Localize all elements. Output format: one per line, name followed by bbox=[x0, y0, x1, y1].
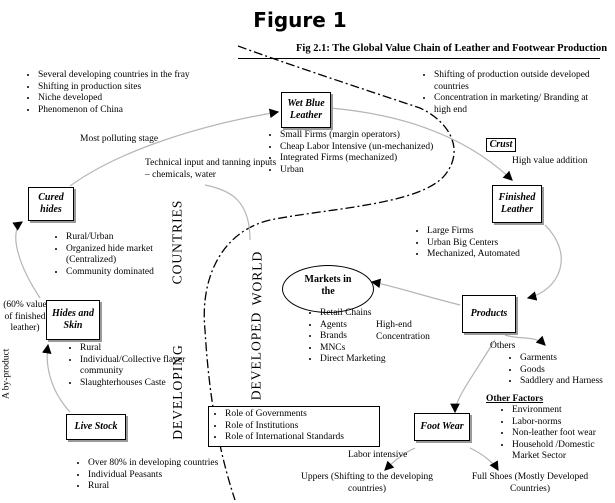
node-cured-hides: Cured hides bbox=[28, 187, 74, 221]
flow-cured-to-wetblue bbox=[69, 108, 280, 187]
node-hides-skin: Hides and Skin bbox=[46, 300, 100, 340]
list-item: Rural bbox=[80, 343, 205, 355]
list-item: MNCs bbox=[320, 343, 400, 355]
node-live-stock-label: Live Stock bbox=[74, 421, 118, 432]
note-uppers: Uppers (Shifting to the developing count… bbox=[301, 472, 433, 494]
list-item: Environment bbox=[512, 405, 612, 417]
list-item: Niche developed bbox=[38, 93, 238, 105]
node-finished-leather: Finished Leather bbox=[492, 185, 542, 223]
note-most-polluting: Most polluting stage bbox=[80, 134, 159, 144]
flow-footwear-to-uppers bbox=[384, 447, 416, 471]
flow-livestock-to-hides bbox=[42, 343, 71, 413]
list-item: Agents bbox=[320, 320, 400, 332]
subtitle-underline bbox=[238, 58, 600, 59]
list-item: Individual/Collective flayer community bbox=[80, 355, 205, 378]
node-markets-label: Markets in the bbox=[304, 274, 352, 297]
note-labor-intensive: Labor intensive bbox=[348, 450, 408, 460]
list-item: Urban Big Centers bbox=[427, 238, 567, 250]
notes-hides: Rural Individual/Collective flayer commu… bbox=[68, 343, 205, 389]
node-products-label: Products bbox=[470, 308, 508, 319]
node-foot-wear: Foot Wear bbox=[414, 413, 470, 441]
flow-wetblue-to-finished bbox=[329, 107, 513, 181]
notes-markets: Retail Chains Agents Brands MNCs Direct … bbox=[308, 308, 400, 366]
note-other-factors-title: Other Factors bbox=[486, 394, 544, 404]
note-full-shoes: Full Shoes (Mostly Developed Countries) bbox=[471, 472, 589, 494]
node-markets: Markets in the bbox=[282, 265, 374, 313]
node-foot-wear-label: Foot Wear bbox=[420, 421, 464, 432]
list-item: Large Firms bbox=[427, 226, 567, 238]
notes-finished: Large Firms Urban Big Centers Mechanized… bbox=[415, 226, 567, 261]
list-item: Rural bbox=[88, 481, 273, 493]
list-item: Over 80% in developing countries bbox=[88, 458, 273, 470]
note-high-value: High value addition bbox=[512, 156, 588, 166]
node-wet-blue-label: Wet Blue Leather bbox=[287, 98, 325, 121]
list-item: Role of International Standards bbox=[225, 432, 375, 444]
list-item: Saddlery and Harness bbox=[520, 376, 615, 388]
flow-products-to-others bbox=[504, 334, 546, 346]
notes-top-right: Shifting of production outside developed… bbox=[422, 70, 604, 116]
notes-cured: Rural/Urban Organized hide market (Centr… bbox=[54, 232, 191, 278]
node-cured-hides-label: Cured hides bbox=[38, 192, 64, 215]
list-item: Direct Marketing bbox=[320, 354, 400, 366]
list-item: Community dominated bbox=[66, 267, 191, 279]
list-item: Role of Governments bbox=[225, 409, 375, 421]
list-item: Role of Institutions bbox=[225, 421, 375, 433]
list-item: Goods bbox=[520, 365, 615, 377]
list-item: Urban bbox=[280, 165, 480, 177]
list-item: Several developing countries in the fray bbox=[38, 70, 238, 82]
note-others-label: Others bbox=[490, 341, 516, 351]
note-technical-input: Technical input and tanning inputs – che… bbox=[145, 158, 277, 180]
list-item: Organized hide market (Centralized) bbox=[66, 244, 191, 267]
connector-lines bbox=[12, 45, 562, 501]
flow-products-to-markets bbox=[370, 278, 461, 306]
figure-title: Figure 1 bbox=[253, 8, 347, 32]
node-wet-blue: Wet Blue Leather bbox=[281, 92, 331, 128]
region-developed: DEVELOPED bbox=[248, 311, 264, 401]
list-item: Garments bbox=[520, 353, 615, 365]
list-item: Concentration in marketing/ Branding at … bbox=[434, 93, 604, 116]
flow-input bbox=[204, 184, 251, 241]
list-item: Retail Chains bbox=[320, 308, 400, 320]
note-by-product: A by-product bbox=[1, 348, 12, 399]
list-item: Non-leather foot wear bbox=[512, 428, 612, 440]
node-products: Products bbox=[462, 295, 516, 333]
node-live-stock: Live Stock bbox=[66, 414, 126, 440]
node-hides-skin-label: Hides and Skin bbox=[52, 308, 94, 331]
list-item: Slaughterhouses Caste bbox=[80, 378, 205, 390]
list-item: Shifting of production outside developed… bbox=[434, 70, 604, 93]
list-item: Individual Peasants bbox=[88, 470, 273, 482]
flow-finished-to-products bbox=[526, 224, 562, 301]
list-item: Cheap Labor Intensive (un-mechanized) bbox=[280, 142, 480, 154]
flow-products-to-footwear bbox=[450, 339, 496, 414]
list-item: Labor-norms bbox=[512, 417, 612, 429]
list-item: Brands bbox=[320, 331, 400, 343]
list-item: Phenomenon of China bbox=[38, 105, 238, 117]
list-item: Household /Domestic Market Sector bbox=[512, 440, 612, 463]
note-value-share: (60% value of finished leather) bbox=[3, 300, 47, 334]
chart-subtitle: Fig 2.1: The Global Value Chain of Leath… bbox=[296, 43, 608, 54]
node-crust-label: Crust bbox=[489, 139, 513, 150]
notes-roles: Role of Governments Role of Institutions… bbox=[208, 406, 380, 447]
list-item: Integrated Firms (mechanized) bbox=[280, 153, 480, 165]
list-item: Shifting in production sites bbox=[38, 82, 238, 94]
note-high-end: High-end Concentration bbox=[376, 320, 430, 342]
notes-wet-blue: Small Firms (margin operators) Cheap Lab… bbox=[268, 130, 480, 176]
list-item: Rural/Urban bbox=[66, 232, 191, 244]
divider-line bbox=[203, 45, 455, 501]
notes-top-left: Several developing countries in the fray… bbox=[26, 70, 238, 116]
list-item: Small Firms (margin operators) bbox=[280, 130, 480, 142]
flow-hides-to-cured bbox=[12, 221, 41, 299]
list-item: Mechanized, Automated bbox=[427, 249, 567, 261]
flow-footwear-to-fullshoes bbox=[469, 447, 499, 472]
notes-other-factors: Environment Labor-norms Non-leather foot… bbox=[500, 405, 612, 463]
notes-others: Garments Goods Saddlery and Harness bbox=[508, 353, 615, 388]
notes-live-stock: Over 80% in developing countries Individ… bbox=[76, 458, 273, 493]
node-crust: Crust bbox=[486, 138, 516, 152]
region-world: WORLD bbox=[249, 250, 265, 306]
node-finished-leather-label: Finished Leather bbox=[498, 192, 536, 215]
